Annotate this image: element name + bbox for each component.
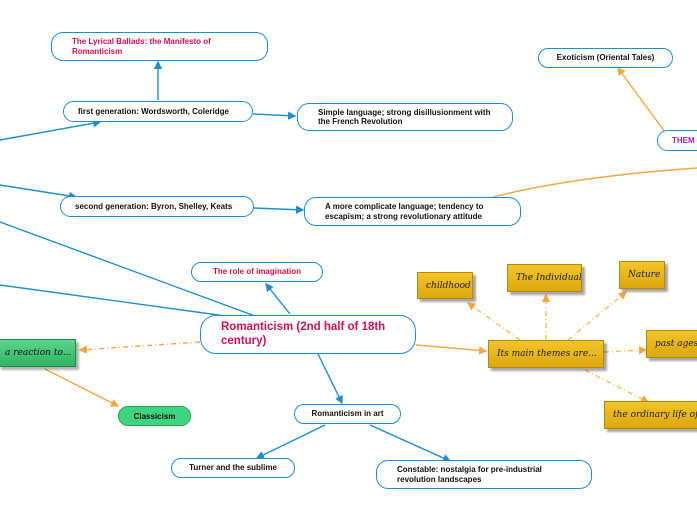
simple-language-label: Simple language; strong disillusionment … (318, 107, 491, 126)
simple-language-node[interactable]: Simple language; strong disillusionment … (297, 103, 513, 131)
link-left-to-center-2 (0, 284, 241, 319)
reaction-to-label: a reaction to... (5, 348, 72, 358)
individual-label: The Individual (516, 273, 582, 283)
past-ages-sticky[interactable]: past ages (646, 330, 697, 358)
nature-sticky[interactable]: Nature (619, 261, 665, 289)
link-art-to-turner (255, 424, 326, 459)
link-complicate-language-to-themes (492, 167, 697, 198)
lyrical-ballads-node[interactable]: The Lyrical Ballads: the Manifesto of Ro… (51, 32, 268, 61)
link-left-to-center-1 (0, 221, 256, 317)
childhood-sticky[interactable]: childhood (417, 272, 473, 299)
ordinary-life-label: the ordinary life of (613, 410, 697, 420)
lyrical-ballads-label: The Lyrical Ballads: the Manifesto of Ro… (72, 37, 211, 56)
second-generation-node[interactable]: second generation: Byron, Shelley, Keats (60, 196, 254, 217)
link-main-themes-to-past-ages (603, 346, 648, 355)
link-reaction-to-classicism (44, 368, 120, 407)
link-left-to-second-generation (0, 184, 78, 201)
link-art-to-constable (369, 424, 452, 462)
main-themes-sticky[interactable]: Its main themes are... (488, 340, 604, 368)
main-themes-label: Its main themes are... (497, 349, 597, 359)
turner-label: Turner and the sublime (189, 463, 277, 473)
complicate-language-node[interactable]: A more complicate language; tendency to … (304, 197, 521, 226)
themes-label: THEM (672, 135, 695, 145)
link-main-themes-to-nature (567, 291, 628, 341)
reaction-to-sticky[interactable]: a reaction to... (0, 339, 76, 367)
central-topic-romanticism[interactable]: Romanticism (2nd half of 18th century) (200, 315, 416, 354)
constable-node[interactable]: Constable: nostalgia for pre-industrial … (376, 460, 592, 489)
link-themes-to-exoticism (617, 66, 666, 133)
second-generation-label: second generation: Byron, Shelley, Keats (75, 201, 233, 211)
link-left-to-first-generation (0, 119, 102, 141)
link-center-to-reaction (78, 341, 201, 354)
link-main-themes-to-childhood (466, 302, 521, 341)
central-topic-label: Romanticism (2nd half of 18th century) (221, 321, 386, 347)
first-generation-label: first generation: Wordsworth, Coleridge (78, 106, 229, 116)
romanticism-in-art-label: Romanticism in art (311, 409, 384, 419)
classicism-node[interactable]: Classicism (118, 406, 191, 426)
classicism-label: Classicism (133, 411, 176, 421)
link-main-themes-to-ordinary-life (584, 369, 650, 403)
childhood-label: childhood (426, 280, 471, 291)
exoticism-node[interactable]: Exoticism (Oriental Tales) (538, 48, 673, 68)
imagination-label: The role of imagination (212, 267, 301, 277)
past-ages-label: past ages (655, 339, 697, 349)
link-center-to-imagination (265, 282, 291, 315)
link-center-to-main-themes (415, 344, 488, 355)
first-generation-node[interactable]: first generation: Wordsworth, Coleridge (63, 101, 253, 122)
individual-sticky[interactable]: The Individual (507, 264, 582, 292)
constable-label: Constable: nostalgia for pre-industrial … (397, 465, 542, 484)
ordinary-life-sticky[interactable]: the ordinary life of (604, 401, 697, 429)
themes-node[interactable]: THEM (657, 130, 697, 151)
turner-node[interactable]: Turner and the sublime (171, 458, 295, 478)
romanticism-in-art-node[interactable]: Romanticism in art (294, 404, 401, 424)
complicate-language-label: A more complicate language; tendency to … (325, 202, 484, 221)
nature-label: Nature (628, 270, 661, 280)
imagination-node[interactable]: The role of imagination (191, 262, 323, 282)
link-first-generation-to-simple-language (252, 111, 297, 120)
link-second-generation-to-complicate-language (253, 205, 305, 214)
link-center-to-art (317, 353, 343, 405)
exoticism-label: Exoticism (Oriental Tales) (556, 53, 655, 63)
